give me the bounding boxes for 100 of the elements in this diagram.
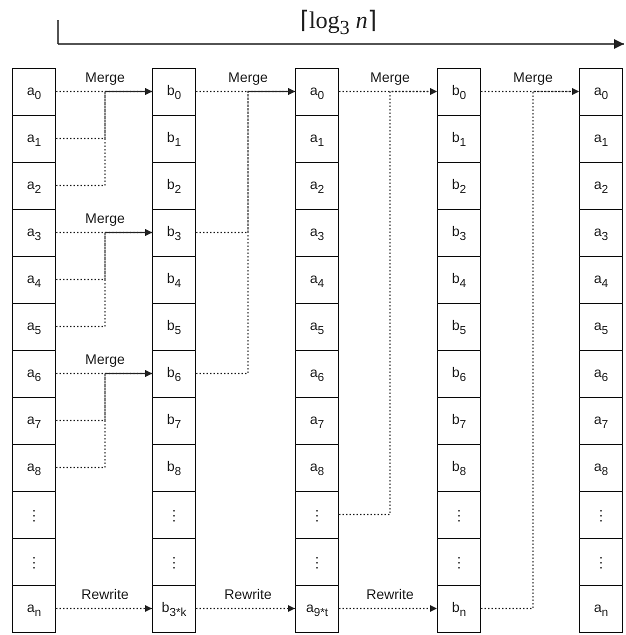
cell-text: b$_{5}$ [452, 317, 466, 337]
array-cell [579, 115, 623, 163]
array-cell [437, 303, 481, 351]
array-cell [152, 68, 196, 116]
cell-text: a$_{6}$ [26, 364, 42, 384]
array-cell [579, 350, 623, 398]
cell-text: a$_{0}$ [26, 82, 42, 102]
cell-text: a$_{7}$ [310, 411, 324, 431]
array-cell [152, 350, 196, 398]
array-cell [152, 585, 196, 633]
array-cell [437, 585, 481, 633]
array-cell [437, 444, 481, 492]
cell-text: b$_{4}$ [166, 270, 182, 290]
array-cell [579, 256, 623, 304]
cell-text: a$_{1}$ [26, 129, 42, 149]
cell-text: b$_{1}$ [452, 129, 466, 149]
cell-text: b$_{8}$ [166, 458, 182, 478]
cell-text: a$_{2}$ [26, 176, 42, 196]
array-cell [579, 585, 623, 633]
cell-text: a$_{7}$ [594, 411, 608, 431]
array-cell [152, 115, 196, 163]
array-cell [579, 491, 623, 539]
array-cell [437, 115, 481, 163]
array-cell [12, 538, 56, 586]
array-cell [152, 538, 196, 586]
cell-text: a$_{5}$ [26, 317, 42, 337]
array-cell [12, 491, 56, 539]
array-cell [295, 256, 339, 304]
array-cell [12, 585, 56, 633]
arrow [196, 88, 295, 95]
array-cell [437, 491, 481, 539]
cell-text: ⋮ [27, 507, 41, 523]
array-cell [152, 397, 196, 445]
cell-text: b$_{5}$ [166, 317, 182, 337]
cell-text: b$_{3*k}$ [162, 599, 186, 619]
array-cell [295, 209, 339, 257]
array-cell [579, 397, 623, 445]
cell-text: ⋮ [594, 507, 608, 523]
array-cell [152, 209, 196, 257]
array-cell [295, 538, 339, 586]
cell-text: b$_{0}$ [166, 82, 182, 102]
edge-label: Rewrite [79, 586, 131, 602]
cell-text: ⋮ [452, 507, 466, 523]
array-cell [12, 444, 56, 492]
cell-text: b$_{3}$ [166, 223, 182, 243]
cell-text: a$_{8}$ [594, 458, 608, 478]
array-cell [12, 209, 56, 257]
cell-text: b$_{6}$ [166, 364, 182, 384]
array-cell [295, 444, 339, 492]
array-cell [437, 256, 481, 304]
cell-text: b$_{8}$ [452, 458, 466, 478]
cell-text: a$_{1}$ [310, 129, 324, 149]
arrow [339, 605, 437, 612]
array-cell [12, 115, 56, 163]
cell-text: b$_{3}$ [452, 223, 466, 243]
cell-text: a$_{6}$ [594, 364, 608, 384]
cell-text: b$_{1}$ [166, 129, 182, 149]
array-cell [152, 162, 196, 210]
array-cell [295, 68, 339, 116]
array-cell [12, 256, 56, 304]
array-cell [12, 350, 56, 398]
array-cell [12, 303, 56, 351]
arrow [196, 605, 295, 612]
arrow [196, 88, 295, 374]
cell-text: a$_{3}$ [594, 223, 608, 243]
cell-text: a$_{4}$ [310, 270, 324, 290]
cell-text: a$_{7}$ [26, 411, 42, 431]
array-cell [12, 397, 56, 445]
arrow [339, 88, 437, 516]
array-cell [295, 397, 339, 445]
array-cell [437, 209, 481, 257]
array-cell [579, 68, 623, 116]
cell-text: b$_{0}$ [452, 82, 466, 102]
cell-text: ⋮ [594, 554, 608, 570]
array-cell [295, 350, 339, 398]
cell-text: b$_{7}$ [166, 411, 182, 431]
array-cell [295, 115, 339, 163]
array-cell [295, 491, 339, 539]
array-cell [437, 162, 481, 210]
array-cell [12, 162, 56, 210]
cell-text: a$_{3}$ [26, 223, 42, 243]
cell-text: ⋮ [167, 507, 181, 523]
cell-text: ⋮ [310, 507, 324, 523]
cell-text: a$_{5}$ [594, 317, 608, 337]
edge-label: Rewrite [364, 586, 416, 602]
cell-text: a$_{n}$ [26, 599, 42, 619]
cell-text: a$_{4}$ [594, 270, 608, 290]
cell-text: b$_{2}$ [452, 176, 466, 196]
array-cell [295, 303, 339, 351]
array-cell [579, 209, 623, 257]
array-cell [152, 256, 196, 304]
array-cell [437, 538, 481, 586]
cell-text: ⋮ [310, 554, 324, 570]
cell-text: a$_{8}$ [310, 458, 324, 478]
cell-text: ⋮ [167, 554, 181, 570]
cell-text: a$_{3}$ [310, 223, 324, 243]
array-cell [579, 303, 623, 351]
arrow [56, 229, 152, 328]
array-cell [152, 303, 196, 351]
array-cell [579, 444, 623, 492]
